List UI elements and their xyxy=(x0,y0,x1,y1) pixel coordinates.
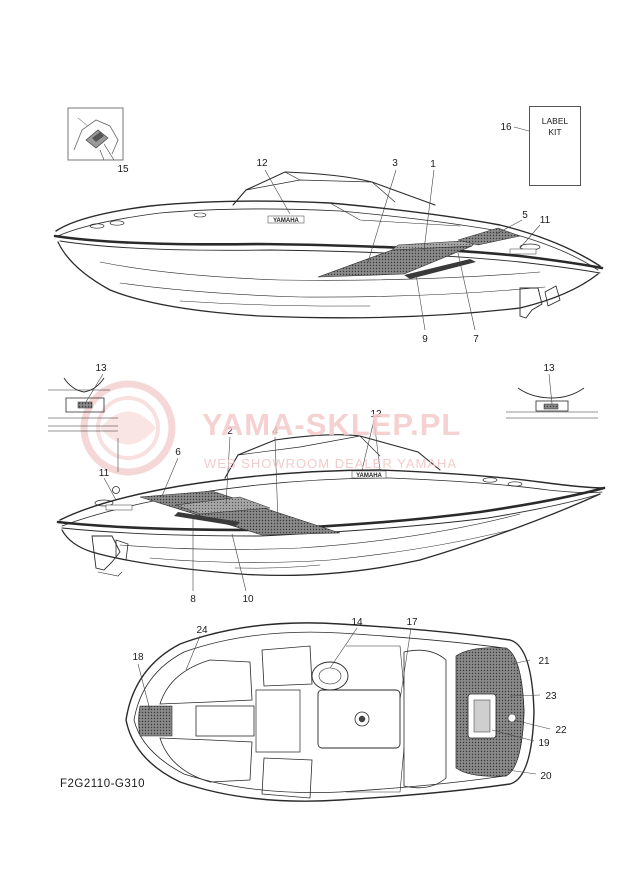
callout-24: 24 xyxy=(196,625,208,636)
callout-6: 6 xyxy=(175,447,181,458)
callout-20: 20 xyxy=(540,771,552,782)
callout-21: 21 xyxy=(538,656,550,667)
callout-8: 8 xyxy=(190,594,196,605)
callout-9: 9 xyxy=(422,334,428,345)
callout-17: 17 xyxy=(406,617,418,628)
callout-1: 1 xyxy=(430,159,436,170)
yamaha-logo-text-lower: YAMAHA xyxy=(356,473,382,479)
yamaha-logo-text-upper: YAMAHA xyxy=(273,218,299,224)
callout-7: 7 xyxy=(473,334,479,345)
label-kit-line1: LABEL xyxy=(541,116,569,126)
figure-code: F2G2110-G310 xyxy=(60,778,146,790)
label-kit-line2: KIT xyxy=(548,127,562,137)
callout-12-upper: 12 xyxy=(256,158,268,169)
label-kit-box: LABEL KIT xyxy=(529,106,581,186)
yamaha-logo-decal-lower xyxy=(351,470,387,479)
yamaha-logo-decal-upper xyxy=(267,215,305,224)
callout-14: 14 xyxy=(351,617,363,628)
bow-mat xyxy=(138,705,173,737)
callout-18: 18 xyxy=(132,652,144,663)
callout-2: 2 xyxy=(227,426,233,437)
callouts: 1 2 3 4 5 6 7 8 9 10 11 11 12 12 13 13 1… xyxy=(95,122,567,782)
leader-lines xyxy=(85,149,553,775)
detail-inset-13-left xyxy=(48,377,118,432)
callout-13-left: 13 xyxy=(95,363,107,374)
callout-16: 16 xyxy=(500,122,512,133)
callout-11-lower: 11 xyxy=(99,468,110,479)
decal-stripes-port: YAMAHA xyxy=(105,470,387,536)
swim-platform-mat xyxy=(455,647,525,777)
boat-side-view-starboard xyxy=(53,171,604,319)
callout-22: 22 xyxy=(555,725,567,736)
callout-10: 10 xyxy=(242,594,254,605)
boat-side-view-port xyxy=(56,434,606,577)
callout-5: 5 xyxy=(522,210,528,221)
callout-3: 3 xyxy=(392,158,398,169)
detail-inset-13-right xyxy=(506,387,598,419)
decal-stripes-starboard: YAMAHA xyxy=(267,215,537,279)
watermark-logo xyxy=(80,380,176,476)
callout-15: 15 xyxy=(117,164,129,175)
callout-19: 19 xyxy=(538,738,550,749)
callout-11-upper: 11 xyxy=(540,215,551,226)
watermark-title: YAMA-SKLEP.PL xyxy=(202,407,462,442)
callout-13-right: 13 xyxy=(543,363,555,374)
callout-23: 23 xyxy=(545,691,557,702)
detail-inset-15 xyxy=(67,107,124,161)
callout-12-lower: 12 xyxy=(370,409,382,420)
watermark-subtitle: WEB SHOWROOM DEALER YAMAHA xyxy=(204,456,458,471)
callout-4: 4 xyxy=(272,426,278,437)
